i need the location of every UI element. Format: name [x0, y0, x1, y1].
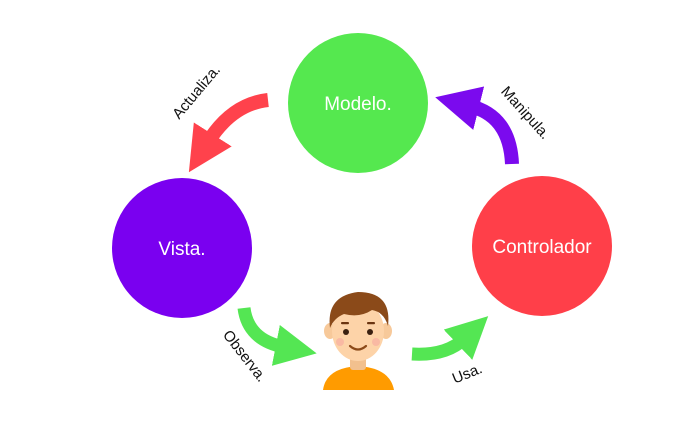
edge-label-actualiza: Actualiza. [169, 62, 224, 123]
user-avatar-icon [323, 292, 394, 390]
avatar-brow-right [367, 322, 375, 325]
arrow-observa [237, 306, 317, 366]
avatar-cheek-right [372, 338, 380, 346]
edge-label-usa: Usa. [450, 360, 485, 387]
arrow-usa [411, 316, 489, 361]
node-controlador-label: Controlador [492, 237, 592, 258]
node-vista-label: Vista. [158, 239, 205, 260]
avatar-mouth [348, 344, 368, 351]
avatar-face [332, 301, 384, 361]
node-vista-circle [112, 178, 252, 318]
avatar-hair [329, 292, 389, 328]
node-controlador-circle [472, 176, 612, 316]
arrow-actualiza [188, 93, 270, 173]
node-modelo-label: Modelo. [324, 94, 392, 115]
avatar-brow-left [341, 322, 349, 325]
avatar-cheek-left [336, 338, 344, 346]
node-modelo: Modelo. [288, 33, 428, 173]
avatar-eye-left [343, 329, 349, 335]
avatar-shirt [323, 366, 394, 390]
node-modelo-circle [288, 33, 428, 173]
node-controlador: Controlador [472, 176, 612, 316]
node-vista: Vista. [112, 178, 252, 318]
avatar-eye-right [367, 329, 373, 335]
arrow-manipula [435, 86, 519, 165]
